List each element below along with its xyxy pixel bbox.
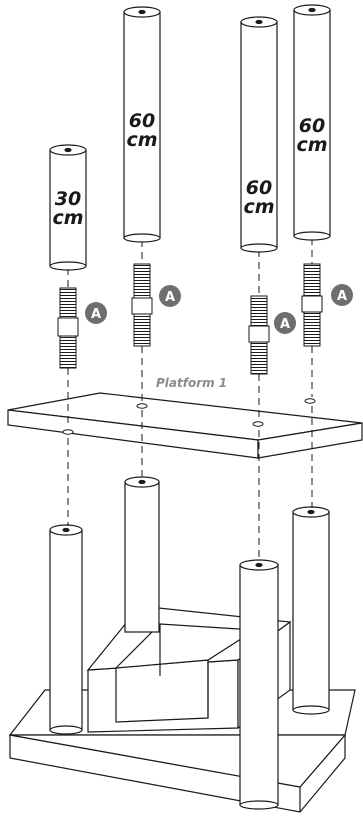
connector-bolt (131, 263, 153, 347)
post-length-number: 60 (299, 115, 325, 137)
platform-hole (252, 421, 264, 427)
post-length-unit: cm (52, 207, 83, 229)
post-length-number: 60 (129, 110, 155, 132)
lower-post-back-left (124, 476, 160, 633)
post-length-unit: cm (296, 134, 327, 156)
connector-bolt (248, 295, 270, 375)
upper-post-60cm-1 (123, 6, 161, 243)
upper-post-60cm-3 (293, 4, 331, 241)
post-length-unit: cm (243, 196, 274, 218)
platform-hole (136, 403, 148, 409)
svg-text:A: A (165, 290, 175, 305)
connector-bolt (301, 263, 323, 347)
badge-a: A (331, 284, 353, 306)
platform-label: Platform 1 (156, 376, 227, 390)
connector-bolt (57, 287, 79, 369)
post-length-number: 30 (55, 188, 81, 210)
svg-text:A: A (337, 289, 347, 304)
platform-hole (304, 398, 316, 404)
upper-post-30cm (49, 144, 87, 271)
post-length-number: 60 (246, 177, 272, 199)
badge-a: A (85, 302, 107, 324)
post-length-unit: cm (126, 129, 157, 151)
platform-holes (62, 398, 316, 435)
badge-a: A (159, 285, 181, 307)
upper-post-60cm-2 (240, 16, 278, 253)
lower-post-front-right (239, 559, 279, 810)
lower-post-back-right (292, 506, 330, 715)
svg-text:A: A (91, 307, 101, 322)
platform-hole (62, 429, 74, 435)
platform-1 (7, 392, 363, 459)
alignment-lines (67, 238, 313, 560)
lower-post-front-left (49, 524, 83, 735)
badge-a: A (274, 312, 296, 334)
svg-text:A: A (280, 317, 290, 332)
